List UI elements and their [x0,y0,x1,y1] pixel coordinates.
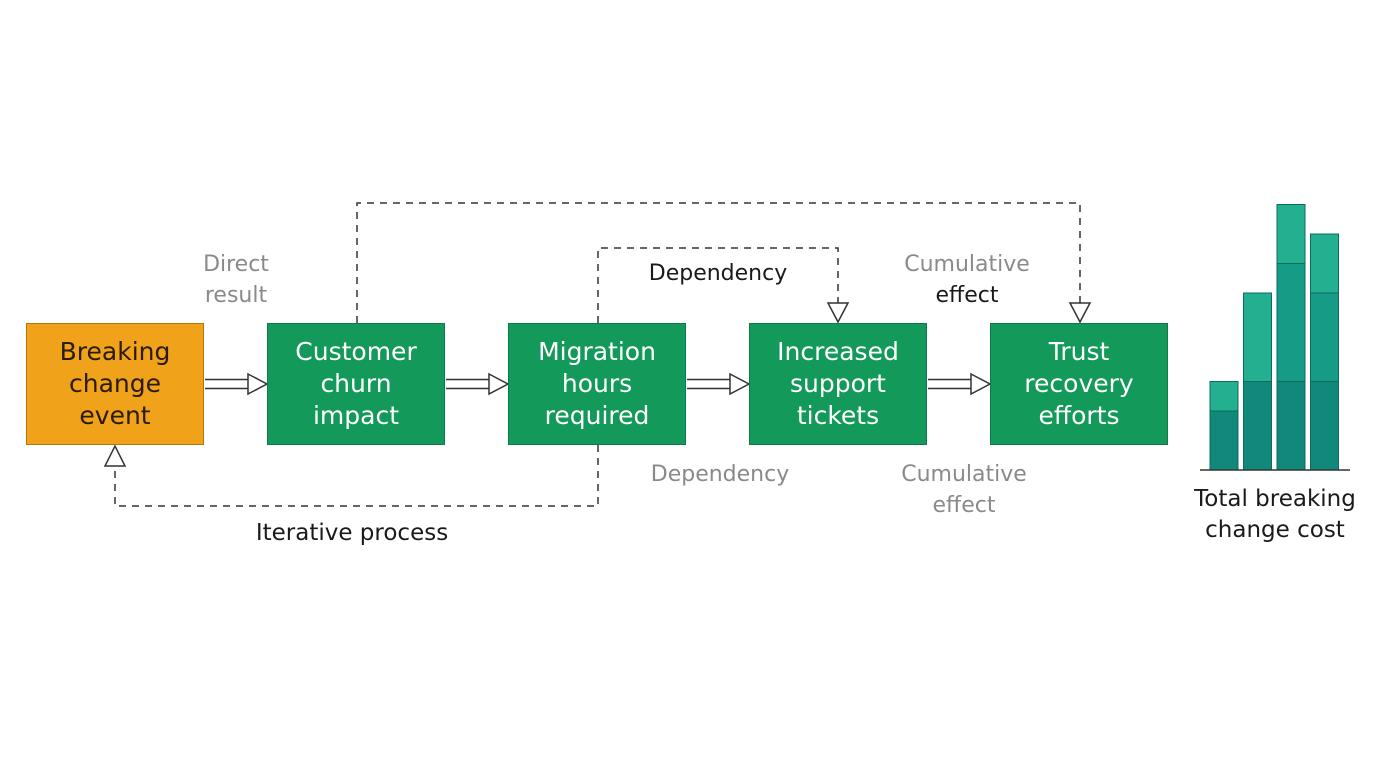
dashed-arrowhead-trust [1068,302,1092,324]
node-line: Breaking [59,337,171,366]
dashed-edge-migration-to-support [597,247,839,323]
cost-bar-segment [1276,381,1306,471]
label-dependency-top: Dependency [648,261,788,286]
cost-bar-segment [1310,292,1339,382]
label-line: effect [932,493,996,518]
cost-chart-caption: Total breaking change cost [1170,484,1376,546]
node-line: Trust [1048,337,1110,366]
cost-bar-segment [1310,381,1339,471]
dashed-arrowhead-support [826,302,850,324]
flow-arrow-support-to-trust [928,372,992,396]
node-line: event [79,401,151,430]
label-line: Direct [203,252,269,277]
dashed-edge-churn-to-trust [356,202,1081,323]
flow-arrow-event-to-churn [205,372,269,396]
cost-bar-segment [1310,233,1339,294]
label-cumulative-effect-top: Cumulative effect [887,249,1047,311]
node-line: tickets [796,401,880,430]
node-line: impact [312,401,400,430]
node-line: efforts [1038,401,1120,430]
caption-line: Total breaking [1194,486,1356,512]
node-line: hours [561,369,633,398]
node-increased-support-tickets: Increased support tickets [749,323,927,445]
caption-line: change cost [1205,517,1345,543]
cost-bar-segment [1243,292,1272,382]
node-line: support [790,369,886,398]
label-line: effect [935,283,999,308]
cost-bar-segment [1276,263,1306,382]
node-trust-recovery-efforts: Trust recovery efforts [990,323,1168,445]
cost-bar-segment [1243,381,1272,471]
node-migration-hours-required: Migration hours required [508,323,686,445]
flow-arrow-churn-to-migration [446,372,510,396]
node-line: churn [320,369,392,398]
node-line: recovery [1024,369,1134,398]
label-direct-result: Direct result [186,249,286,311]
label-line: Cumulative [904,252,1030,277]
cost-bar-segment [1209,410,1239,471]
dashed-arrowhead-event [103,444,127,467]
label-dependency-bottom: Dependency [650,462,790,487]
node-customer-churn-impact: Customer churn impact [267,323,445,445]
cost-bar-segment [1209,381,1239,412]
node-line: Migration [538,337,656,366]
dashed-edge-iterative-loop [114,445,599,507]
node-line: Increased [777,337,899,366]
label-line: Cumulative [901,462,1027,487]
cost-bar-segment [1276,204,1306,264]
label-cumulative-effect-bottom: Cumulative effect [884,459,1044,521]
node-line: change [68,369,161,398]
label-line: result [204,283,268,308]
node-line: required [544,401,650,430]
flow-arrow-migration-to-support [687,372,751,396]
total-cost-stacked-bars [1209,204,1339,471]
node-breaking-change-event: Breaking change event [26,323,204,445]
node-line: Customer [295,337,417,366]
label-iterative-process: Iterative process [255,520,449,546]
